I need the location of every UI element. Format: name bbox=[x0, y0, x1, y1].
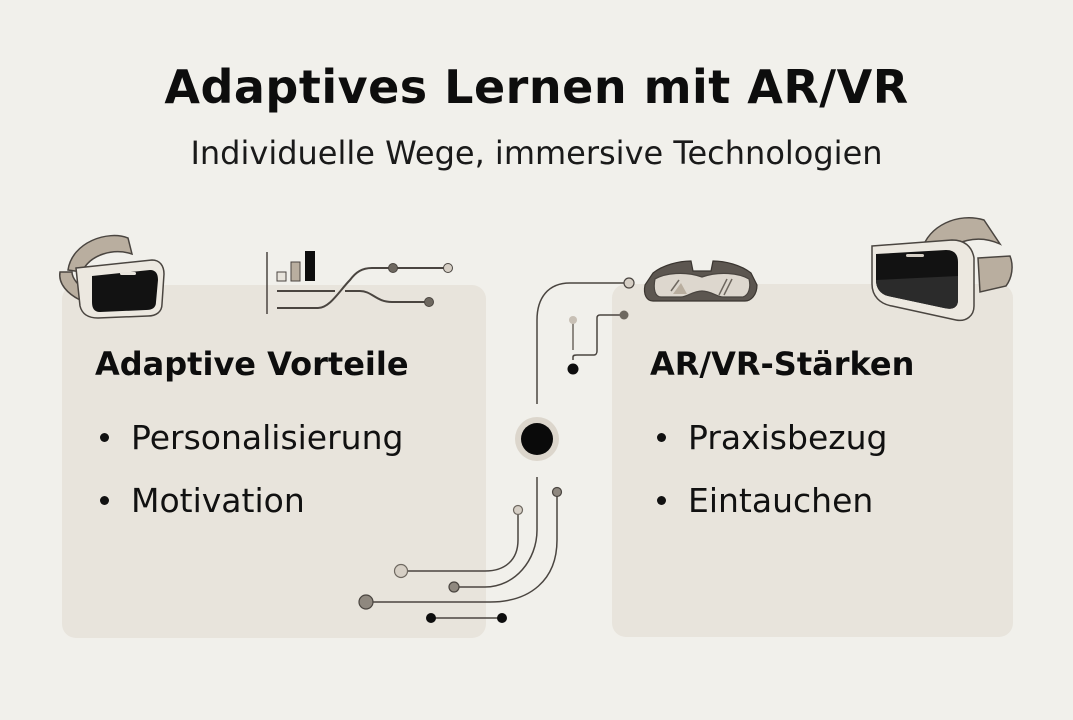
vr-headset-icon bbox=[871, 216, 1013, 322]
vr-headset-icon bbox=[59, 234, 165, 319]
list-item-label: Eintauchen bbox=[688, 481, 874, 520]
panel-title-adaptive-benefits: Adaptive Vorteile bbox=[95, 345, 409, 383]
list-item-label: Motivation bbox=[131, 481, 305, 520]
circuit-lines-bottom bbox=[358, 477, 563, 623]
bullet-icon bbox=[657, 433, 666, 442]
circuit-lines-top bbox=[536, 277, 635, 404]
list-item-label: Personalisierung bbox=[131, 418, 404, 457]
list-item-label: Praxisbezug bbox=[688, 418, 888, 457]
bullet-icon bbox=[657, 496, 666, 505]
page-title: Adaptives Lernen mit AR/VR bbox=[164, 60, 909, 114]
path-network-icon bbox=[277, 263, 453, 309]
list-item: Personalisierung bbox=[100, 418, 403, 457]
list-item: Eintauchen bbox=[657, 481, 873, 520]
central-hub-node-icon bbox=[515, 417, 559, 461]
bullet-icon bbox=[100, 496, 109, 505]
page-subtitle: Individuelle Wege, immersive Technologie… bbox=[190, 134, 883, 172]
bar-chart-icon bbox=[266, 251, 315, 314]
list-item: Motivation bbox=[100, 481, 305, 520]
panel-arvr-strengths bbox=[612, 284, 1013, 637]
ar-goggles-icon bbox=[643, 260, 758, 302]
panel-adaptive-benefits bbox=[62, 285, 486, 638]
list-item: Praxisbezug bbox=[657, 418, 887, 457]
panel-title-arvr-strengths: AR/VR-Stärken bbox=[650, 345, 915, 383]
bullet-icon bbox=[100, 433, 109, 442]
